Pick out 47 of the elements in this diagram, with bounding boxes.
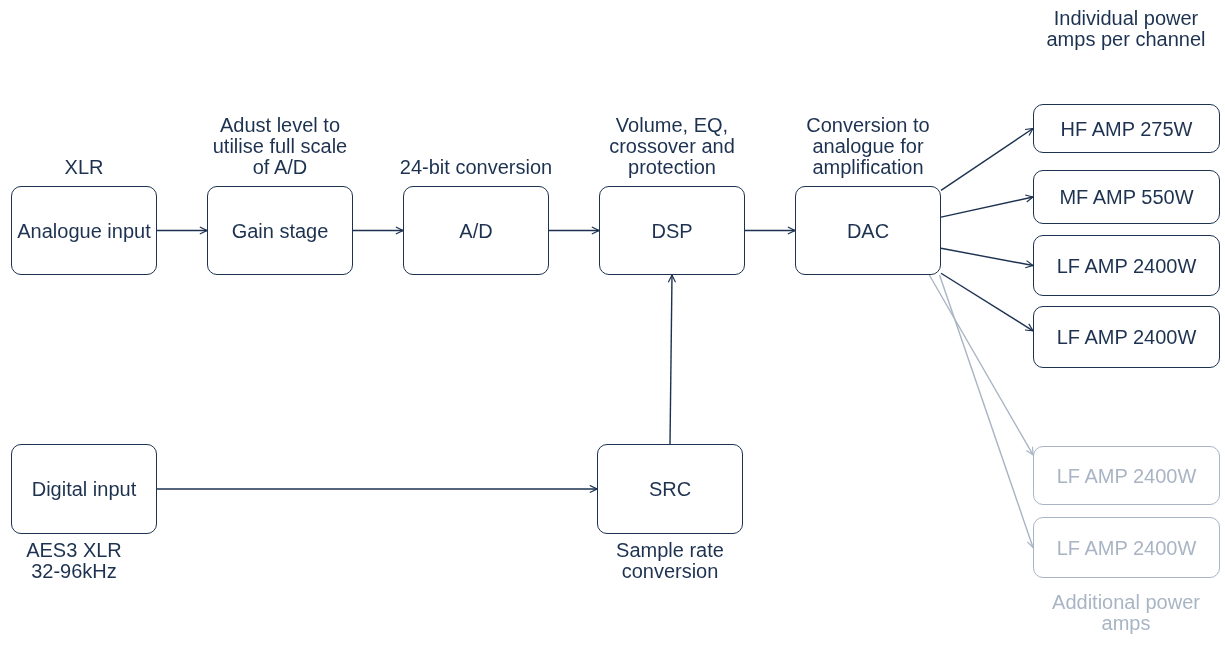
group-heading: Individual power amps per channel [1045,8,1207,50]
node-label: AES3 XLR 32-96kHz [25,540,123,582]
box-label: LF AMP 2400W [1056,325,1197,350]
box-label: LF AMP 2400W [1056,463,1197,489]
process-box [1033,104,1220,153]
node-label: Volume, EQ, crossover and protection [608,113,736,178]
arrow [938,274,1035,549]
box-label: Analogue input [17,218,151,244]
box-label: Gain stage [231,218,329,244]
process-box [1033,517,1220,578]
process-box [1033,170,1220,224]
node-label: Sample rate conversion [615,540,725,582]
arrow [548,226,600,235]
arrow [940,247,1034,269]
box-label: A/D [459,218,493,244]
box-label: DAC [846,218,890,244]
arrow [940,127,1034,192]
box-label: DSP [651,218,693,244]
node-label: Adust level to utilise full scale of A/D [211,113,349,178]
process-box [597,444,743,534]
arrow [928,274,1034,456]
arrow [940,194,1034,218]
process-box [1033,235,1220,296]
arrow [744,226,796,235]
arrow [940,272,1034,332]
process-box [795,186,941,275]
box-label: LF AMP 2400W [1056,535,1197,561]
box-label: MF AMP 550W [1059,185,1194,210]
arrow [667,274,677,445]
arrow [352,226,404,235]
process-box [403,186,549,275]
process-box [11,186,157,275]
process-box [1033,306,1220,368]
process-box [207,186,353,275]
box-label: Digital input [31,477,137,502]
node-label: 24-bit conversion [398,155,554,178]
node-label: Conversion to analogue for amplification [805,113,931,178]
arrow [156,226,208,235]
box-label: SRC [648,477,692,502]
box-label: LF AMP 2400W [1056,253,1197,279]
process-box [1033,446,1220,505]
process-box [11,444,157,534]
node-label: XLR [63,155,105,178]
arrow [156,484,598,494]
group-heading: Additional power amps [1051,592,1201,634]
process-box [599,186,745,275]
box-label: HF AMP 275W [1060,116,1193,142]
